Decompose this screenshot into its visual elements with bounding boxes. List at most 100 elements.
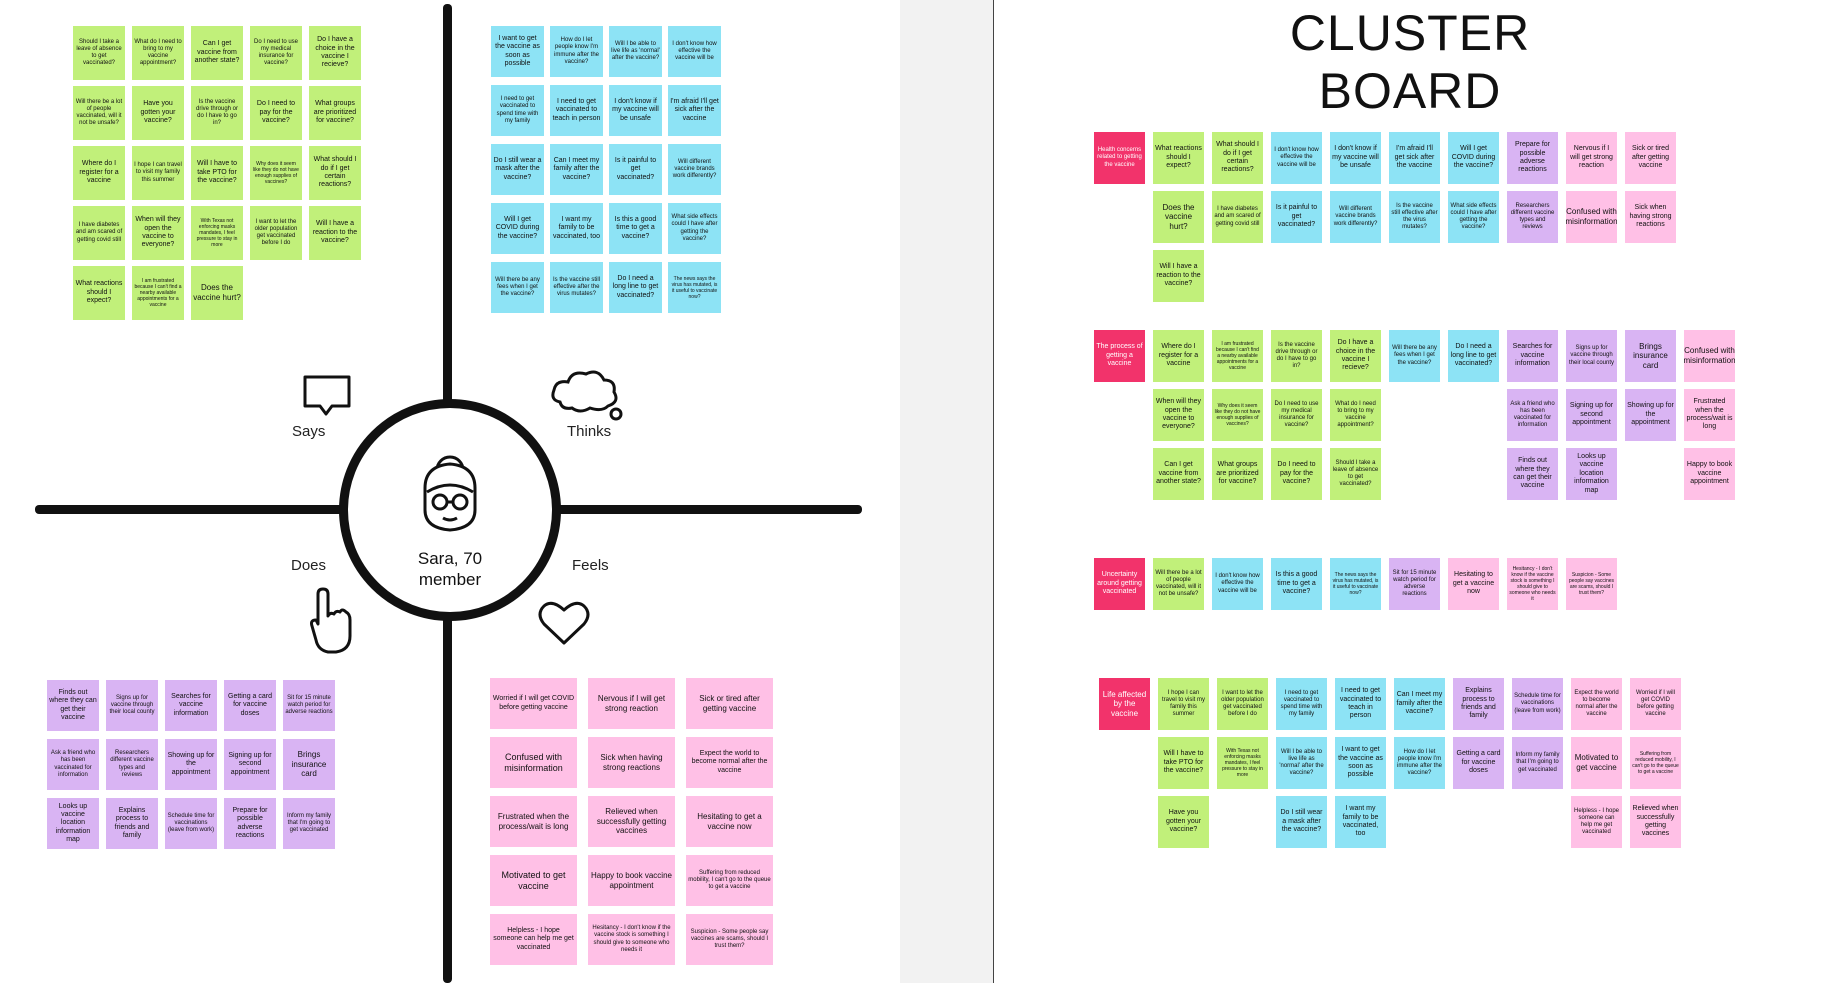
- cluster-sticky-note[interactable]: Suspicion - Some people say vaccines are…: [1566, 558, 1617, 610]
- says-sticky-note[interactable]: Will I have a reaction to the vaccine?: [309, 206, 361, 260]
- does-sticky-note[interactable]: Finds out where they can get their vacci…: [47, 680, 99, 731]
- thinks-sticky-note[interactable]: Is the vaccine still effective after the…: [550, 262, 603, 313]
- says-sticky-note[interactable]: Will I have to take PTO for the vaccine?: [191, 146, 243, 200]
- thinks-sticky-note[interactable]: Is it painful to get vaccinated?: [609, 144, 662, 195]
- thinks-sticky-note[interactable]: I'm afraid I'll get sick after the vacci…: [668, 85, 721, 136]
- cluster-sticky-note[interactable]: I want to let the older population get v…: [1217, 678, 1268, 730]
- does-sticky-note[interactable]: Showing up for the appointment: [165, 739, 217, 790]
- feels-sticky-note[interactable]: Worried if I will get COVID before getti…: [490, 678, 577, 729]
- cluster-sticky-note[interactable]: Schedule time for vaccinations (leave fr…: [1512, 678, 1563, 730]
- cluster-sticky-note[interactable]: Confused with misinformation: [1684, 330, 1735, 382]
- cluster-sticky-note[interactable]: What groups are prioritized for vaccine?: [1212, 448, 1263, 500]
- cluster-header[interactable]: The process of getting a vaccine: [1094, 330, 1145, 382]
- cluster-sticky-note[interactable]: Do I need to use my medical insurance fo…: [1271, 389, 1322, 441]
- cluster-sticky-note[interactable]: I don't know how effective the vaccine w…: [1212, 558, 1263, 610]
- cluster-sticky-note[interactable]: Do I need a long line to get vaccinated?: [1448, 330, 1499, 382]
- cluster-sticky-note[interactable]: Is it painful to get vaccinated?: [1271, 191, 1322, 243]
- cluster-sticky-note[interactable]: Does the vaccine hurt?: [1153, 191, 1204, 243]
- cluster-sticky-note[interactable]: What reactions should I expect?: [1153, 132, 1204, 184]
- feels-sticky-note[interactable]: Motivated to get vaccine: [490, 855, 577, 906]
- cluster-sticky-note[interactable]: Searches for vaccine information: [1507, 330, 1558, 382]
- cluster-sticky-note[interactable]: Prepare for possible adverse reactions: [1507, 132, 1558, 184]
- says-sticky-note[interactable]: I hope I can travel to visit my family t…: [132, 146, 184, 200]
- does-sticky-note[interactable]: Looks up vaccine location information ma…: [47, 798, 99, 849]
- cluster-sticky-note[interactable]: I am frustrated because I can't find a n…: [1212, 330, 1263, 382]
- says-sticky-note[interactable]: Do I need to use my medical insurance fo…: [250, 26, 302, 80]
- cluster-sticky-note[interactable]: Do I still wear a mask after the vaccine…: [1276, 796, 1327, 848]
- cluster-sticky-note[interactable]: Happy to book vaccine appointment: [1684, 448, 1735, 500]
- cluster-sticky-note[interactable]: The news says the virus has mutated, is …: [1330, 558, 1381, 610]
- cluster-sticky-note[interactable]: Why does it seem like they do not have e…: [1212, 389, 1263, 441]
- does-sticky-note[interactable]: Explains process to friends and family: [106, 798, 158, 849]
- says-sticky-note[interactable]: Why does it seem like they do not have e…: [250, 146, 302, 200]
- cluster-sticky-note[interactable]: Hesitating to get a vaccine now: [1448, 558, 1499, 610]
- cluster-sticky-note[interactable]: Finds out where they can get their vacci…: [1507, 448, 1558, 500]
- cluster-sticky-note[interactable]: Brings insurance card: [1625, 330, 1676, 382]
- thinks-sticky-note[interactable]: The news says the virus has mutated, is …: [668, 262, 721, 313]
- cluster-sticky-note[interactable]: I have diabetes and am scared of getting…: [1212, 191, 1263, 243]
- does-sticky-note[interactable]: Signs up for vaccine through their local…: [106, 680, 158, 731]
- thinks-sticky-note[interactable]: Do I still wear a mask after the vaccine…: [491, 144, 544, 195]
- cluster-sticky-note[interactable]: I don't know if my vaccine will be unsaf…: [1330, 132, 1381, 184]
- does-sticky-note[interactable]: Brings insurance card: [283, 739, 335, 790]
- cluster-sticky-note[interactable]: Frustrated when the process/wait is long: [1684, 389, 1735, 441]
- cluster-sticky-note[interactable]: Is the vaccine drive through or do I hav…: [1271, 330, 1322, 382]
- cluster-sticky-note[interactable]: Looks up vaccine location information ma…: [1566, 448, 1617, 500]
- feels-sticky-note[interactable]: Expect the world to become normal after …: [686, 737, 773, 788]
- cluster-sticky-note[interactable]: Will I have a reaction to the vaccine?: [1153, 250, 1204, 302]
- says-sticky-note[interactable]: What reactions should I expect?: [73, 266, 125, 320]
- cluster-sticky-note[interactable]: Will different vaccine brands work diffe…: [1330, 191, 1381, 243]
- says-sticky-note[interactable]: What do I need to bring to my vaccine ap…: [132, 26, 184, 80]
- does-sticky-note[interactable]: Signing up for second appointment: [224, 739, 276, 790]
- feels-sticky-note[interactable]: Nervous if I will get strong reaction: [588, 678, 675, 729]
- cluster-sticky-note[interactable]: Sick when having strong reactions: [1625, 191, 1676, 243]
- says-sticky-note[interactable]: I have diabetes and am scared of getting…: [73, 206, 125, 260]
- cluster-sticky-note[interactable]: Explains process to friends and family: [1453, 678, 1504, 730]
- does-sticky-note[interactable]: Getting a card for vaccine doses: [224, 680, 276, 731]
- thinks-sticky-note[interactable]: Can I meet my family after the vaccine?: [550, 144, 603, 195]
- does-sticky-note[interactable]: Prepare for possible adverse reactions: [224, 798, 276, 849]
- cluster-sticky-note[interactable]: Hesitancy - I don't know if the vaccine …: [1507, 558, 1558, 610]
- cluster-sticky-note[interactable]: Sick or tired after getting vaccine: [1625, 132, 1676, 184]
- thinks-sticky-note[interactable]: I need to get vaccinated to spend time w…: [491, 85, 544, 136]
- cluster-sticky-note[interactable]: Do I need to pay for the vaccine?: [1271, 448, 1322, 500]
- cluster-sticky-note[interactable]: What should I do if I get certain reacti…: [1212, 132, 1263, 184]
- cluster-sticky-note[interactable]: Signs up for vaccine through their local…: [1566, 330, 1617, 382]
- feels-sticky-note[interactable]: Hesitating to get a vaccine now: [686, 796, 773, 847]
- cluster-sticky-note[interactable]: Will I have to take PTO for the vaccine?: [1158, 737, 1209, 789]
- cluster-sticky-note[interactable]: Getting a card for vaccine doses: [1453, 737, 1504, 789]
- feels-sticky-note[interactable]: Suffering from reduced mobility, I can't…: [686, 855, 773, 906]
- cluster-sticky-note[interactable]: Signing up for second appointment: [1566, 389, 1617, 441]
- feels-sticky-note[interactable]: Relieved when successfully getting vacci…: [588, 796, 675, 847]
- says-sticky-note[interactable]: Does the vaccine hurt?: [191, 266, 243, 320]
- thinks-sticky-note[interactable]: What side effects could I have after get…: [668, 203, 721, 254]
- cluster-sticky-note[interactable]: Confused with misinformation: [1566, 191, 1617, 243]
- cluster-sticky-note[interactable]: Suffering from reduced mobility, I can't…: [1630, 737, 1681, 789]
- cluster-sticky-note[interactable]: I need to get vaccinated to teach in per…: [1335, 678, 1386, 730]
- says-sticky-note[interactable]: Is the vaccine drive through or do I hav…: [191, 86, 243, 140]
- says-sticky-note[interactable]: With Texas not enforcing masks mandates,…: [191, 206, 243, 260]
- feels-sticky-note[interactable]: Confused with misinformation: [490, 737, 577, 788]
- thinks-sticky-note[interactable]: I want to get the vaccine as soon as pos…: [491, 26, 544, 77]
- cluster-sticky-note[interactable]: What side effects could I have after get…: [1448, 191, 1499, 243]
- cluster-sticky-note[interactable]: When will they open the vaccine to every…: [1153, 389, 1204, 441]
- cluster-sticky-note[interactable]: I don't know how effective the vaccine w…: [1271, 132, 1322, 184]
- thinks-sticky-note[interactable]: Will I be able to live life as 'normal' …: [609, 26, 662, 77]
- feels-sticky-note[interactable]: Frustrated when the process/wait is long: [490, 796, 577, 847]
- says-sticky-note[interactable]: Can I get vaccine from another state?: [191, 26, 243, 80]
- cluster-sticky-note[interactable]: Helpless - I hope someone can help me ge…: [1571, 796, 1622, 848]
- cluster-sticky-note[interactable]: Inform my family that I'm going to get v…: [1512, 737, 1563, 789]
- cluster-sticky-note[interactable]: Will I get COVID during the vaccine?: [1448, 132, 1499, 184]
- does-sticky-note[interactable]: Searches for vaccine information: [165, 680, 217, 731]
- says-sticky-note[interactable]: Will there be a lot of people vaccinated…: [73, 86, 125, 140]
- feels-sticky-note[interactable]: Hesitancy - I don't know if the vaccine …: [588, 914, 675, 965]
- cluster-sticky-note[interactable]: Sit for 15 minute watch period for adver…: [1389, 558, 1440, 610]
- cluster-sticky-note[interactable]: Do I have a choice in the vaccine I reci…: [1330, 330, 1381, 382]
- thinks-sticky-note[interactable]: How do I let people know I'm immune afte…: [550, 26, 603, 77]
- does-sticky-note[interactable]: Inform my family that I'm going to get v…: [283, 798, 335, 849]
- cluster-sticky-note[interactable]: I want to get the vaccine as soon as pos…: [1335, 737, 1386, 789]
- cluster-sticky-note[interactable]: Will there be any fees when I get the va…: [1389, 330, 1440, 382]
- says-sticky-note[interactable]: Have you gotten your vaccine?: [132, 86, 184, 140]
- says-sticky-note[interactable]: When will they open the vaccine to every…: [132, 206, 184, 260]
- says-sticky-note[interactable]: I want to let the older population get v…: [250, 206, 302, 260]
